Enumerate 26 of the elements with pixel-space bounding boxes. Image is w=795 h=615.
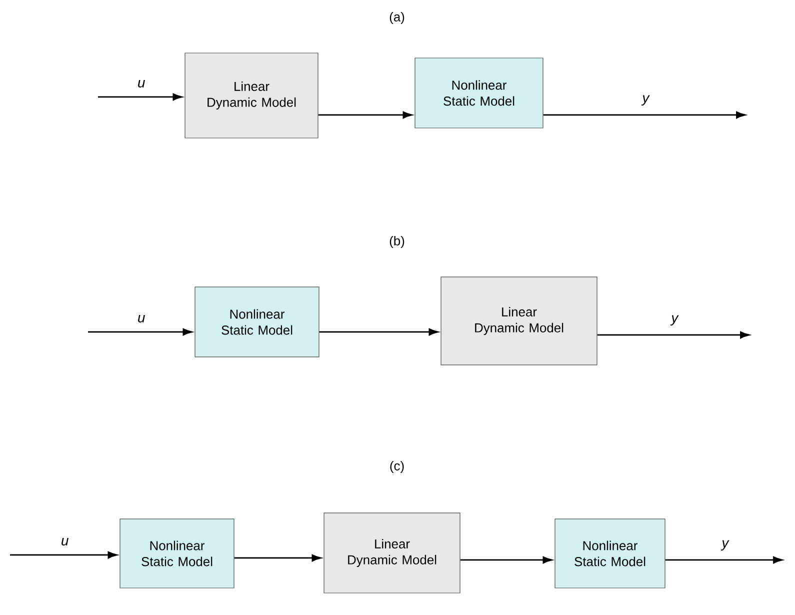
block-box: Linear Dynamic Model	[324, 512, 460, 594]
block-box: Nonlinear Static Model	[120, 518, 234, 588]
signal-label: u	[62, 538, 68, 546]
panel-label: (c)	[390, 460, 404, 474]
signal-label: u	[138, 314, 145, 322]
panel-label: (b)	[390, 236, 404, 248]
arrow	[460, 556, 552, 564]
arrow	[319, 328, 438, 336]
signal-label: y	[641, 95, 650, 106]
signal-label: y	[670, 315, 679, 326]
block-box: Nonlinear Static Model	[414, 58, 544, 128]
arrow	[234, 554, 322, 562]
arrow	[98, 93, 182, 101]
signal-label: u	[138, 80, 145, 88]
block-box: Linear Dynamic Model	[440, 276, 598, 366]
arrow	[10, 551, 118, 559]
arrow	[597, 331, 750, 339]
signal-label: y	[720, 540, 730, 550]
block-box: Nonlinear Static Model	[554, 518, 666, 588]
arrow	[88, 328, 192, 336]
block-box: Nonlinear Static Model	[194, 286, 320, 358]
arrow	[318, 111, 412, 119]
block-box: Linear Dynamic Model	[184, 52, 318, 138]
arrow	[543, 111, 746, 119]
panel-label: (a)	[390, 12, 404, 24]
arrow	[665, 556, 782, 564]
